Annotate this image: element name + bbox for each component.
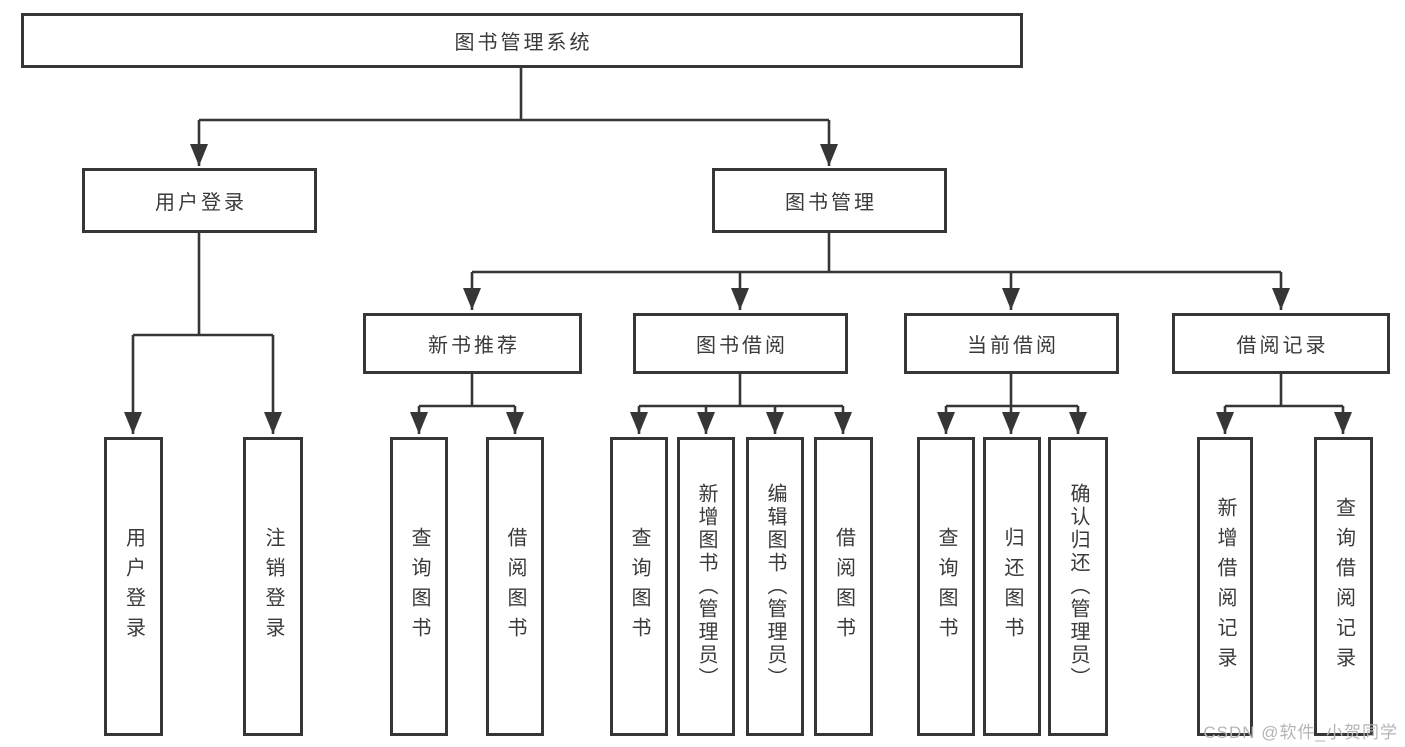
leaf-edit-book-admin: 编辑图书（管理员） — [746, 437, 804, 736]
leaf-query-books-borrowing: 查询图书 — [610, 437, 668, 736]
leaf-logout: 注销登录 — [243, 437, 303, 736]
leaf-query-books-current-label: 查询图书 — [935, 526, 957, 647]
leaf-borrow-books-borrowing-label: 借阅图书 — [832, 526, 855, 647]
leaf-confirm-return-admin: 确认归还（管理员） — [1048, 437, 1108, 736]
node-new-book-recommend: 新书推荐 — [363, 313, 582, 374]
leaf-return-book: 归还图书 — [983, 437, 1041, 736]
node-root-library-system: 图书管理系统 — [21, 13, 1023, 68]
leaf-borrow-books-recommend: 借阅图书 — [486, 437, 544, 736]
node-book-management: 图书管理 — [712, 168, 947, 233]
leaf-query-books-current: 查询图书 — [917, 437, 975, 736]
leaf-query-borrow-record-label: 查询借阅记录 — [1332, 496, 1355, 677]
leaf-add-borrow-record-label: 新增借阅记录 — [1214, 496, 1236, 677]
leaf-add-book-admin-label: 新增图书（管理员） — [695, 483, 717, 690]
leaf-query-books-recommend: 查询图书 — [390, 437, 448, 736]
leaf-borrow-books-borrowing: 借阅图书 — [814, 437, 873, 736]
node-borrowing-records: 借阅记录 — [1172, 313, 1390, 374]
node-user-login: 用户登录 — [82, 168, 317, 233]
leaf-logout-label: 注销登录 — [262, 526, 284, 647]
node-current-borrowing: 当前借阅 — [904, 313, 1119, 374]
leaf-query-borrow-record: 查询借阅记录 — [1314, 437, 1373, 736]
connectors-group — [124, 68, 1352, 434]
leaf-edit-book-admin-label: 编辑图书（管理员） — [764, 483, 786, 690]
node-book-borrowing: 图书借阅 — [633, 313, 848, 374]
leaf-query-books-recommend-label: 查询图书 — [408, 526, 430, 647]
leaf-borrow-books-recommend-label: 借阅图书 — [504, 526, 526, 647]
leaf-query-books-borrowing-label: 查询图书 — [628, 526, 650, 647]
leaf-confirm-return-admin-label: 确认归还（管理员） — [1067, 483, 1089, 690]
leaf-return-book-label: 归还图书 — [1001, 526, 1023, 647]
leaf-user-login: 用户登录 — [104, 437, 163, 736]
csdn-watermark: CSDN @软件_小贺同学 — [1203, 723, 1398, 742]
leaf-user-login-label: 用户登录 — [122, 526, 145, 647]
leaf-add-book-admin: 新增图书（管理员） — [677, 437, 735, 736]
leaf-add-borrow-record: 新增借阅记录 — [1197, 437, 1253, 736]
